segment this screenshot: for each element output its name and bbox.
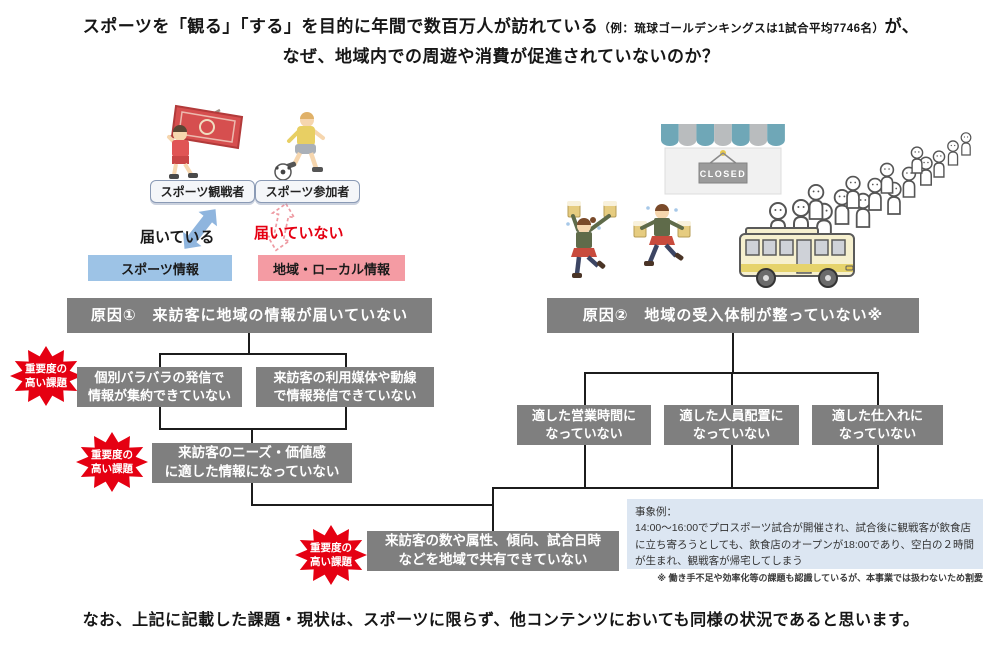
sports-info-box: スポーツ情報 (88, 255, 232, 281)
connector-line (584, 372, 586, 405)
issue-staff-box: 適した人員配置に なっていない (664, 405, 799, 445)
delivered-arrow-icon (183, 209, 217, 249)
connector-line (584, 445, 586, 487)
waiter-woman (566, 201, 617, 278)
delivered-text: 届いている (140, 229, 215, 246)
cause1-box: 原因① 来訪客に地域の情報が届いていない (67, 298, 432, 333)
connector-line (248, 333, 250, 353)
importance-badge: 重要度の 高い課題 (76, 432, 148, 492)
connector-line (159, 428, 347, 430)
issue-media-box: 来訪客の利用媒体や動線 で情報発信できていない (256, 367, 434, 407)
title-suffix: が、 (884, 17, 920, 36)
issue-needs-box: 来訪客のニーズ・価値感 に適した情報になっていない (152, 443, 352, 483)
connector-line (345, 353, 347, 367)
not-delivered-arrow-icon (265, 202, 297, 252)
connector-line (877, 372, 879, 405)
title-main: スポーツを「観る」「する」を目的に年間で数百万人が訪れている (82, 17, 599, 36)
importance-badge: 重要度の 高い課題 (295, 525, 367, 585)
case-example-body: 14:00～16:00でプロスポーツ試合が開催され、試合後に観戦客が飲食店に立ち… (635, 522, 974, 567)
local-info-box: 地域・ローカル情報 (258, 255, 405, 281)
footer-conclusion: なお、上記に記載した課題・現状は、スポーツに限らず、他コンテンツにおいても同様の… (82, 612, 920, 629)
connector-line (492, 487, 879, 489)
connector-line (731, 372, 733, 405)
connector-line (251, 504, 494, 506)
connector-line (251, 483, 253, 504)
store-awning (661, 124, 785, 146)
issue-supply-box: 適した仕入れに なっていない (812, 405, 943, 445)
soccer-player-illustration (274, 112, 325, 181)
cause2-box: 原因② 地域の受入体制が整っていない※ (547, 298, 919, 333)
connector-line (877, 445, 879, 487)
not-delivered-text: 届いていない (254, 225, 344, 242)
page-title-line2: なぜ、地域内での周遊や消費が促進されていないのか？ (282, 47, 720, 66)
case-example-heading: 事象例： (635, 506, 677, 518)
connector-line (492, 487, 494, 531)
closed-store-illustration: CLOSED (661, 124, 785, 195)
connector-line (732, 333, 734, 372)
shared-issue-box: 来訪客の数や属性、傾向、試合日時 などを地域で共有できていない (367, 531, 619, 571)
page-title-line1: スポーツを「観る」「する」を目的に年間で数百万人が訪れている（例：琉球ゴールデン… (0, 12, 1002, 37)
waiters-with-beer-illustration (566, 201, 691, 278)
case-example-note: ※ 働き手不足や効率化等の課題も認識しているが、本事業では扱わないため割愛 (657, 573, 983, 583)
closed-sign-text: CLOSED (700, 169, 747, 179)
case-example-box: 事象例： 14:00～16:00でプロスポーツ試合が開催され、試合後に観戦客が飲… (627, 499, 983, 569)
connector-line (159, 353, 347, 355)
connector-line (731, 445, 733, 487)
title-note: （例：琉球ゴールデンキングスは1試合平均7746名） (598, 23, 885, 35)
connector-line (159, 407, 161, 428)
issue-hours-box: 適した営業時間に なっていない (517, 405, 651, 445)
spectator-label: スポーツ観戦者 (150, 180, 255, 203)
participant-label: スポーツ参加者 (255, 180, 360, 203)
fan-with-flag-illustration (167, 104, 244, 179)
bus-illustration (739, 227, 855, 288)
issue-scattered-box: 個別バラバラの発信で 情報が集約できていない (77, 367, 242, 407)
connector-line (159, 353, 161, 367)
connector-line (251, 428, 253, 443)
waiter-man (633, 204, 691, 266)
importance-badge: 重要度の 高い課題 (10, 346, 82, 406)
connector-line (345, 407, 347, 428)
